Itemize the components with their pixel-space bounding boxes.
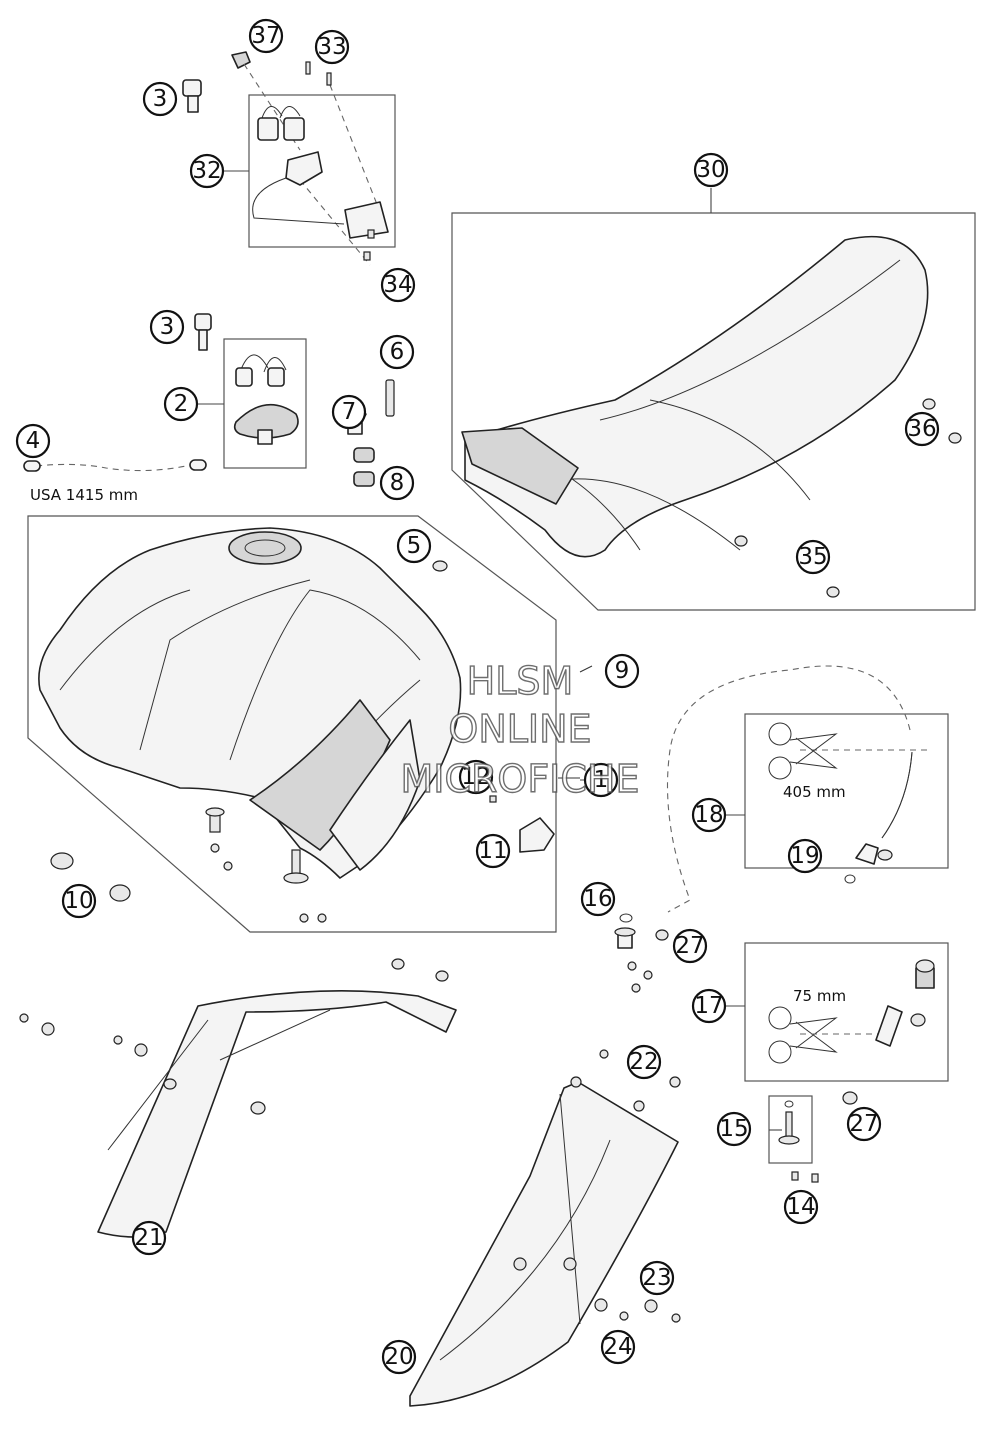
svg-text:33: 33: [317, 34, 346, 60]
callout-3: 3: [149, 309, 185, 345]
seat-drawing: [461, 235, 962, 598]
callout-2: 2: [163, 386, 199, 422]
fuel-tank-drawing: [38, 527, 593, 923]
svg-text:18: 18: [694, 802, 723, 828]
frame-hose-18: [744, 713, 949, 869]
svg-text:5: 5: [407, 533, 422, 559]
hose-17-drawing: [726, 959, 935, 1064]
watermark-line-3: MICROFICHE: [400, 757, 639, 801]
tap-15-drawing: [769, 1091, 858, 1183]
svg-text:24: 24: [603, 1334, 632, 1360]
dimension-usa-hose: USA 1415 mm: [30, 486, 138, 504]
svg-text:15: 15: [719, 1116, 748, 1142]
svg-text:3: 3: [160, 314, 175, 340]
watermark-line-2: ONLINE: [448, 707, 591, 751]
svg-text:1: 1: [594, 767, 609, 793]
callout-8: 8: [379, 465, 415, 501]
callout-17: 17: [691, 988, 727, 1024]
dimension-75mm: 75 mm: [793, 987, 846, 1005]
callout-11: 11: [475, 833, 511, 869]
callout-16: 16: [580, 881, 616, 917]
svg-text:7: 7: [342, 399, 357, 425]
side-panel-20-drawing: [409, 1049, 681, 1407]
callout-14: 14: [783, 1189, 819, 1225]
callout-1: 1: [583, 762, 619, 798]
svg-text:14: 14: [786, 1194, 815, 1220]
callout-36: 36: [904, 411, 940, 447]
svg-text:37: 37: [251, 23, 280, 49]
svg-text:16: 16: [583, 886, 612, 912]
svg-text:22: 22: [629, 1049, 658, 1075]
svg-text:19: 19: [790, 843, 819, 869]
callout-20: 20: [381, 1339, 417, 1375]
fuel-hose-drawing: [614, 665, 930, 993]
callout-35: 35: [795, 539, 831, 575]
svg-text:4: 4: [26, 428, 41, 454]
callout-22: 22: [626, 1044, 662, 1080]
svg-text:9: 9: [615, 658, 630, 684]
callout-32: 32: [189, 153, 225, 189]
callout-24: 24: [600, 1329, 636, 1365]
svg-text:27: 27: [849, 1111, 878, 1137]
svg-text:12: 12: [461, 764, 490, 790]
svg-text:20: 20: [384, 1344, 413, 1370]
frame-fuel-tank-1: [27, 515, 557, 933]
svg-text:27: 27: [675, 933, 704, 959]
callout-37: 37: [248, 18, 284, 54]
callout-12: 12: [458, 759, 494, 795]
callout-3: 3: [142, 81, 178, 117]
svg-text:30: 30: [696, 157, 725, 183]
callout-21: 21: [131, 1220, 167, 1256]
frame-seat-30: [451, 212, 976, 611]
callout-27: 27: [846, 1106, 882, 1142]
svg-text:2: 2: [174, 391, 189, 417]
small-parts-drawing: [23, 379, 395, 487]
fuel-cap-drawing: [194, 313, 299, 445]
frame-fuel-cap-2: [223, 338, 307, 469]
svg-text:3: 3: [153, 86, 168, 112]
callout-10: 10: [61, 883, 97, 919]
callout-9: 9: [604, 653, 640, 689]
svg-text:8: 8: [390, 470, 405, 496]
svg-text:11: 11: [478, 838, 507, 864]
watermark: HLSM ONLINE MICROFICHE: [400, 658, 640, 801]
side-panel-21-drawing: [19, 958, 457, 1238]
callout-18: 18: [691, 797, 727, 833]
svg-text:23: 23: [642, 1265, 671, 1291]
callout-34: 34: [380, 267, 416, 303]
svg-text:32: 32: [192, 158, 221, 184]
callout-30: 30: [693, 152, 729, 188]
dimension-405mm: 405 mm: [783, 783, 846, 801]
svg-text:21: 21: [134, 1225, 163, 1251]
svg-text:36: 36: [907, 416, 936, 442]
callout-7: 7: [331, 394, 367, 430]
callout-6: 6: [379, 334, 415, 370]
callout-19: 19: [787, 838, 823, 874]
callout-15: 15: [716, 1111, 752, 1147]
svg-text:35: 35: [798, 544, 827, 570]
callout-5: 5: [396, 528, 432, 564]
svg-text:6: 6: [390, 339, 405, 365]
callout-23: 23: [639, 1260, 675, 1296]
callout-33: 33: [314, 29, 350, 65]
svg-text:34: 34: [383, 272, 412, 298]
callout-27: 27: [672, 928, 708, 964]
svg-text:17: 17: [694, 993, 723, 1019]
lock-set-drawing: [182, 51, 389, 266]
frame-hose-17: [744, 942, 949, 1082]
svg-text:10: 10: [64, 888, 93, 914]
callout-4: 4: [15, 423, 51, 459]
watermark-line-1: HLSM: [467, 659, 574, 703]
